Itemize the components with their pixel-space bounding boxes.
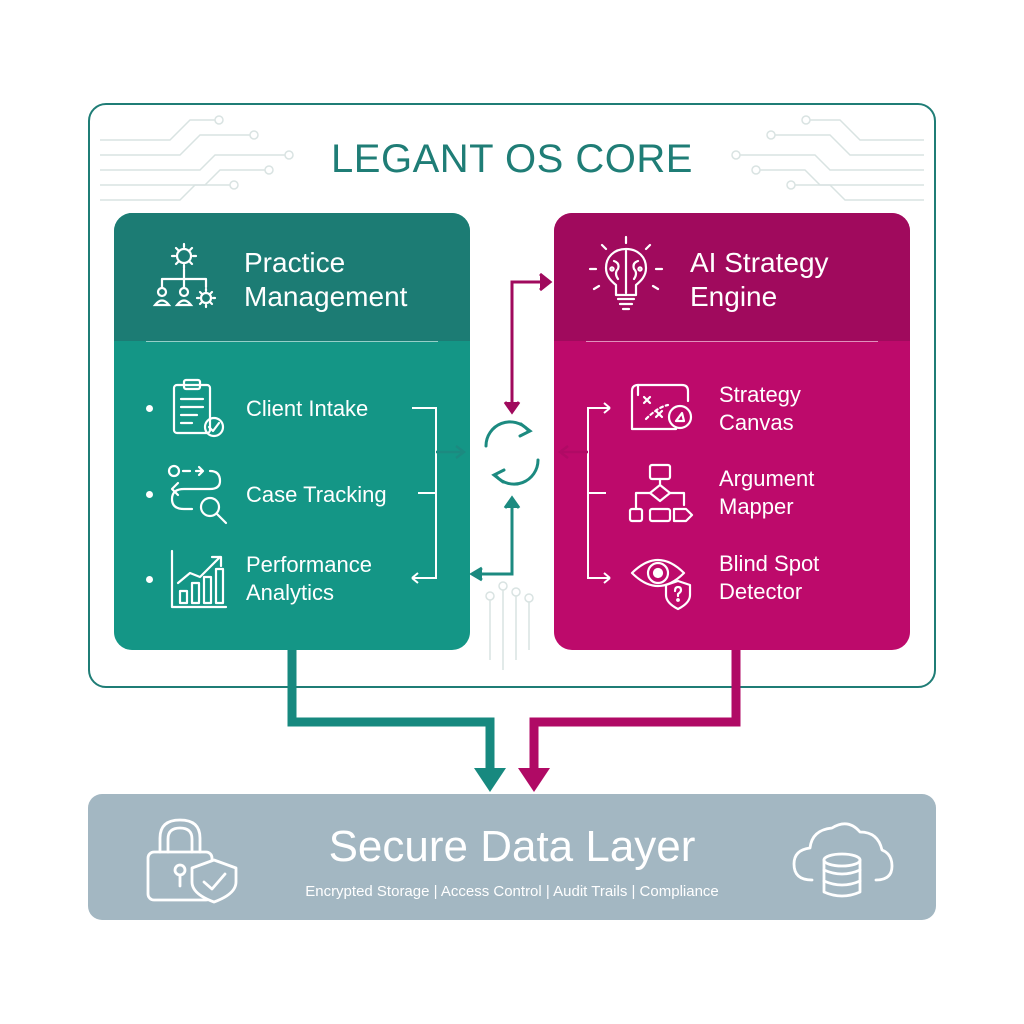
practice-management-header xyxy=(114,213,470,341)
magenta-arrowhead xyxy=(518,768,550,792)
practice-management-panel: Practice Management Client Intake Case T… xyxy=(114,213,470,650)
bullet xyxy=(146,576,153,583)
ai-strategy-engine-panel: AI Strategy Engine Strategy Canvas xyxy=(554,213,910,650)
teal-link-down xyxy=(469,495,521,582)
label-line: Canvas xyxy=(719,410,794,435)
clipboard-check-icon xyxy=(172,378,225,438)
lock-shield-icon xyxy=(146,818,238,904)
org-gears-icon xyxy=(152,242,217,309)
brain-bulb-icon xyxy=(588,235,664,311)
teal-arrowhead xyxy=(474,768,506,792)
label-line: Mapper xyxy=(719,494,794,519)
blind-spot-detector-label: Blind Spot Detector xyxy=(719,550,819,606)
label-line: Detector xyxy=(719,579,803,604)
title-line: AI Strategy xyxy=(690,247,829,278)
magenta-pipe xyxy=(529,650,741,770)
header-divider xyxy=(586,341,878,342)
label-line: Strategy xyxy=(719,382,801,407)
ai-bracket xyxy=(587,402,611,584)
teal-arrow-right xyxy=(436,445,466,459)
bar-chart-trend-icon xyxy=(170,549,228,609)
workflow-search-icon xyxy=(167,464,228,525)
label-line: Argument xyxy=(719,466,815,491)
label-line: Performance xyxy=(246,552,372,577)
title-line: Management xyxy=(244,281,408,312)
magenta-link-up xyxy=(503,272,553,415)
title-line: Practice xyxy=(244,247,346,278)
teal-pipe xyxy=(287,650,495,770)
practice-management-title: Practice Management xyxy=(244,246,407,314)
performance-analytics-label: Performance Analytics xyxy=(246,551,372,607)
eye-shield-icon xyxy=(630,559,692,611)
case-tracking-label: Case Tracking xyxy=(246,482,387,507)
ai-strategy-engine-title: AI Strategy Engine xyxy=(690,246,829,314)
data-layer-subtitle: Encrypted Storage | Access Control | Aud… xyxy=(305,883,719,900)
bullet xyxy=(146,405,153,412)
bullet xyxy=(146,491,153,498)
label-line: Blind Spot xyxy=(719,551,820,576)
ai-strategy-engine-header xyxy=(554,213,910,341)
magenta-arrow-left xyxy=(558,445,588,459)
label-line: Analytics xyxy=(246,580,335,605)
core-title: LEGANT OS CORE xyxy=(331,137,693,181)
title-line: Engine xyxy=(690,281,778,312)
sync-icon xyxy=(484,420,540,486)
strategy-canvas-label: Strategy Canvas xyxy=(719,381,801,437)
pm-bracket xyxy=(411,407,437,584)
strategy-map-icon xyxy=(630,383,693,431)
argument-mapper-label: Argument Mapper xyxy=(719,465,814,521)
header-divider xyxy=(146,341,438,342)
data-layer-title: Secure Data Layer xyxy=(328,822,696,871)
flowchart-icon xyxy=(628,463,694,523)
client-intake-label: Client Intake xyxy=(246,396,369,421)
cloud-database-icon xyxy=(792,822,894,898)
